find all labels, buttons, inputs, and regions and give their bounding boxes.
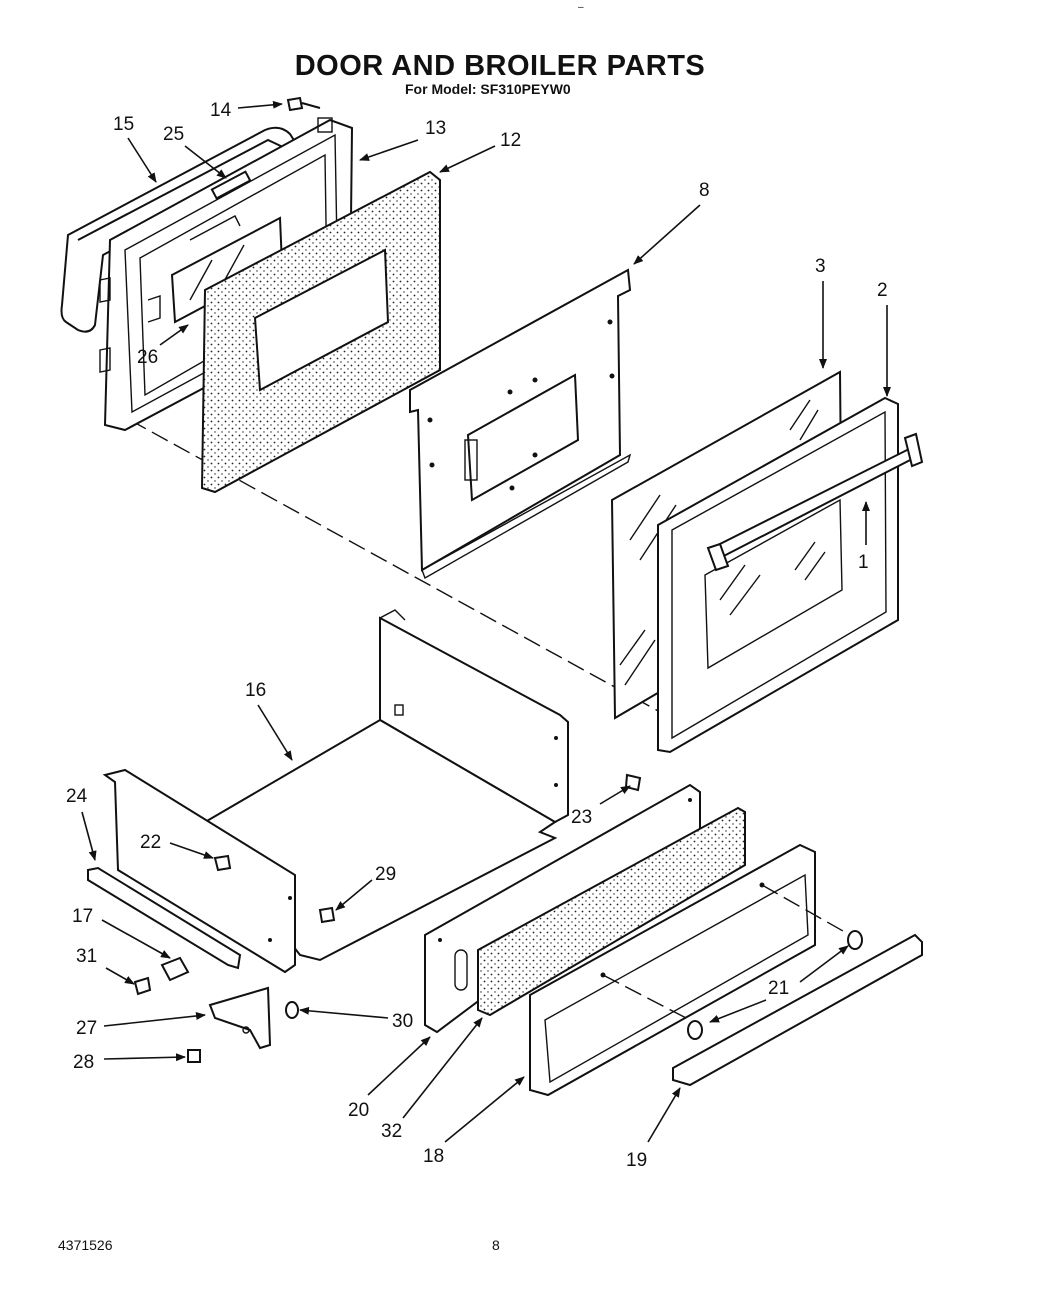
- callout-25: 25: [163, 124, 227, 179]
- part-18-drawer-front-panel: [529, 843, 816, 1097]
- callout-27: 27: [76, 1011, 206, 1039]
- callout-29: 29: [335, 864, 396, 911]
- part-25-vent: [210, 170, 252, 200]
- callout-32: 32: [381, 1017, 483, 1142]
- callout-12: 12: [439, 130, 521, 173]
- svg-text:29: 29: [375, 864, 396, 885]
- svg-text:32: 32: [381, 1121, 402, 1142]
- part-21-spacer-2: [847, 930, 863, 950]
- svg-text:14: 14: [210, 100, 232, 121]
- part-27-bracket: [208, 986, 272, 1050]
- top-mark: –: [578, 2, 584, 13]
- svg-text:27: 27: [76, 1018, 97, 1039]
- callout-8: 8: [633, 180, 710, 265]
- callout-26: 26: [137, 324, 189, 368]
- svg-text:18: 18: [423, 1146, 444, 1167]
- callout-28: 28: [73, 1052, 186, 1073]
- callout-2: 2: [877, 280, 891, 397]
- svg-text:8: 8: [699, 180, 710, 201]
- svg-text:19: 19: [626, 1150, 647, 1171]
- callout-3: 3: [815, 256, 827, 369]
- svg-text:30: 30: [392, 1011, 413, 1032]
- part-24-side-rail: [87, 768, 296, 974]
- callout-16: 16: [245, 680, 293, 761]
- callout-20: 20: [348, 1036, 431, 1121]
- callout-31: 31: [76, 946, 135, 985]
- part-17-clip: [160, 956, 190, 982]
- svg-text:17: 17: [72, 906, 93, 927]
- callout-30: 30: [299, 1006, 413, 1032]
- callout-22: 22: [140, 832, 214, 859]
- svg-text:24: 24: [66, 786, 88, 807]
- svg-text:21: 21: [768, 978, 789, 999]
- callout-19: 19: [626, 1087, 681, 1171]
- part-1-door-handle: [706, 432, 924, 572]
- callout-14: 14: [210, 100, 283, 121]
- part-21-spacer: [687, 1020, 703, 1040]
- callout-21: 21: [709, 945, 849, 1023]
- svg-text:15: 15: [113, 114, 134, 135]
- model-subtitle: For Model: SF310PEYW0: [405, 81, 571, 97]
- svg-text:20: 20: [348, 1100, 369, 1121]
- page-title: DOOR AND BROILER PARTS: [294, 50, 706, 82]
- part-12-door-insulation: [200, 170, 441, 494]
- part-22-screw: [213, 854, 232, 872]
- callout-23: 23: [571, 785, 631, 828]
- svg-text:23: 23: [571, 807, 592, 828]
- part-29-screw: [318, 906, 336, 924]
- callout-15: 15: [113, 114, 157, 183]
- part-8-door-panel: [409, 268, 632, 580]
- part-19-handle-trim: [672, 933, 923, 1087]
- callout-18: 18: [423, 1076, 525, 1167]
- part-32-drawer-insulation: [477, 806, 746, 1017]
- part-15-door-gasket: [60, 126, 302, 333]
- callout-24: 24: [66, 786, 97, 861]
- callout-17: 17: [72, 906, 171, 959]
- part-31-screw: [133, 976, 152, 996]
- svg-text:13: 13: [425, 118, 446, 139]
- page-number: 8: [492, 1237, 500, 1253]
- svg-text:12: 12: [500, 130, 521, 151]
- document-number: 4371526: [58, 1237, 113, 1253]
- callout-1: 1: [858, 501, 870, 573]
- svg-text:3: 3: [815, 256, 826, 277]
- svg-text:16: 16: [245, 680, 266, 701]
- svg-text:26: 26: [137, 347, 158, 368]
- part-14-screw: [286, 96, 321, 112]
- svg-text:22: 22: [140, 832, 161, 853]
- callout-13: 13: [359, 118, 446, 161]
- svg-text:31: 31: [76, 946, 97, 967]
- part-28-nut: [187, 1049, 201, 1063]
- svg-text:1: 1: [858, 552, 869, 573]
- svg-text:25: 25: [163, 124, 184, 145]
- part-30-washer: [285, 1001, 299, 1019]
- svg-text:2: 2: [877, 280, 888, 301]
- svg-text:28: 28: [73, 1052, 94, 1073]
